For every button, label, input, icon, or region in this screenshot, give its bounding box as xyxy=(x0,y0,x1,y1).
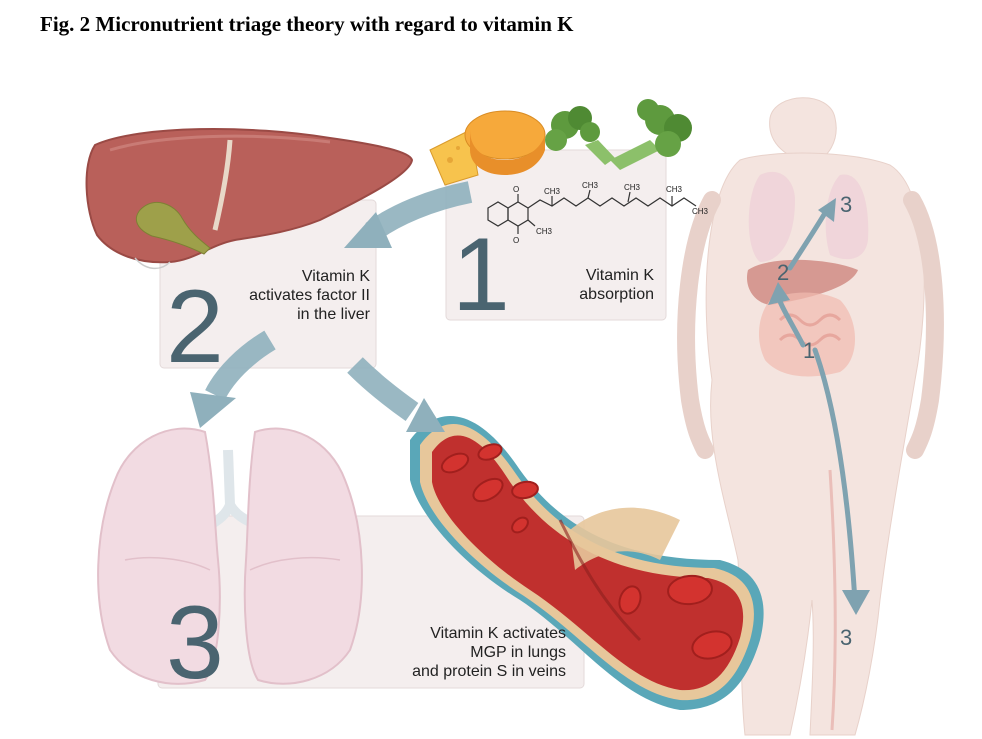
body-marker-3-lower: 3 xyxy=(840,625,852,650)
flow-arrow-2-to-3-vessels xyxy=(355,365,445,432)
methyl-label-4: CH3 xyxy=(666,185,683,194)
step-3-label-line-3: and protein S in veins xyxy=(412,663,566,680)
methyl-label-1: CH3 xyxy=(544,187,561,196)
step-3-label-line-2: MGP in lungs xyxy=(470,644,566,661)
step-2-number: 2 xyxy=(166,269,224,385)
step-3-label-line-1: Vitamin K activates xyxy=(430,625,566,642)
methyl-label-5: CH3 xyxy=(692,207,709,216)
methyl-label-6: CH3 xyxy=(536,227,553,236)
oxygen-label-top: O xyxy=(513,185,519,194)
step-1-label-line-2: absorption xyxy=(579,286,654,303)
step-1-number: 1 xyxy=(452,217,510,333)
methyl-label-3: CH3 xyxy=(624,183,641,192)
step-2-label-line-3: in the liver xyxy=(297,306,371,323)
body-marker-3-upper: 3 xyxy=(840,192,852,217)
step-3-number: 3 xyxy=(166,585,224,701)
oxygen-label-bottom: O xyxy=(513,236,519,245)
step-2-label-line-2: activates factor II xyxy=(249,287,370,304)
body-marker-1: 1 xyxy=(803,338,815,363)
methyl-label-2: CH3 xyxy=(582,181,599,190)
step-1-label-line-1: Vitamin K xyxy=(586,267,655,284)
body-marker-2: 2 xyxy=(777,260,789,285)
step-2-label-line-1: Vitamin K xyxy=(302,268,371,285)
